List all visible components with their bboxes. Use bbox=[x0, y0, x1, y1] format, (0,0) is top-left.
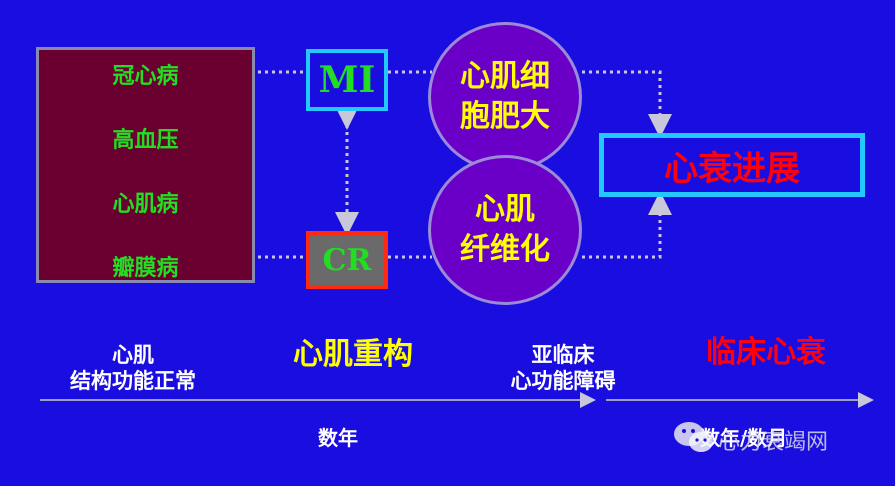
stage-clinical: 临床心衰 bbox=[706, 335, 826, 370]
cause-cardiomyopathy: 心肌病 bbox=[112, 192, 179, 217]
cause-valvular: 瓣膜病 bbox=[112, 256, 179, 281]
circle-hypertrophy: 心肌细 胞肥大 bbox=[428, 22, 582, 172]
stage-subclinical: 亚临床 心功能障碍 bbox=[510, 343, 616, 393]
circle-fibrosis: 心肌 纤维化 bbox=[428, 155, 582, 305]
duration-years: 数年 bbox=[318, 426, 358, 450]
wechat-icon bbox=[672, 418, 716, 462]
stage-remodeling: 心肌重构 bbox=[293, 337, 413, 372]
mi-box: MI bbox=[306, 49, 388, 111]
cr-box: CR bbox=[306, 231, 388, 289]
watermark-text: 心力衰竭网 bbox=[718, 430, 829, 455]
causes-box: 冠心病 高血压 心肌病 瓣膜病 bbox=[36, 47, 255, 283]
arrow-bottom-to-outcome bbox=[582, 191, 672, 259]
cause-hypertension: 高血压 bbox=[112, 128, 179, 153]
arrow-top-to-outcome bbox=[582, 70, 672, 138]
outcome-box: 心衰进展 bbox=[599, 133, 865, 197]
stage-normal: 心肌 结构功能正常 bbox=[70, 343, 196, 393]
duration-months: 数年/数月 bbox=[700, 426, 788, 450]
cause-coronary: 冠心病 bbox=[112, 64, 179, 89]
